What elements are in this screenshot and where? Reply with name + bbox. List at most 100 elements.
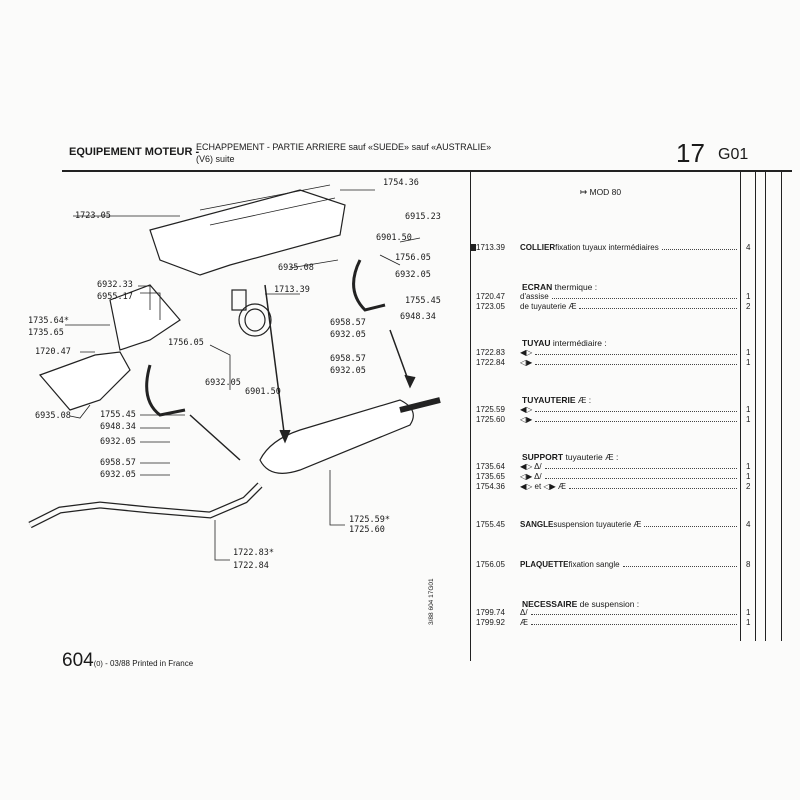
strap-left — [145, 364, 186, 417]
part-label: 6932.05 — [205, 378, 241, 388]
part-qty: 1 — [746, 472, 751, 481]
part-desc: ◁▶ — [520, 358, 533, 367]
mod-note: ↦ MOD 80 — [580, 187, 621, 198]
page-subtitle: (V6) suite — [196, 154, 235, 164]
part-ref: 1799.92 — [476, 618, 505, 627]
collar-clamp — [238, 303, 272, 337]
footer-model: 604 — [62, 650, 94, 671]
part-label: 6935.08 — [35, 411, 71, 421]
part-label: 1722.84 — [233, 561, 269, 571]
section-title: EQUIPEMENT MOTEUR - — [69, 146, 200, 158]
part-qty: 1 — [746, 292, 751, 301]
part-label: 6958.57 — [100, 458, 136, 468]
table-row: 1725.59 ◀▷ — [476, 405, 740, 414]
part-qty: 1 — [746, 462, 751, 471]
heading-detail: Æ : — [575, 395, 592, 405]
table-row: 1799.92 Æ — [476, 618, 740, 627]
part-label: 6932.05 — [100, 470, 136, 480]
part-label: 1755.45 — [405, 296, 441, 306]
table-row: 1722.84 ◁▶ — [476, 358, 740, 367]
group-heading: ECRAN thermique : — [522, 282, 597, 292]
table-row: 1735.64◀▷ Δ/ — [476, 462, 740, 471]
part-ref: 1756.05 — [476, 560, 505, 569]
part-ref: 1720.47 — [476, 292, 505, 301]
part-qty: 1 — [746, 348, 751, 357]
part-label: 1725.60 — [349, 525, 385, 535]
group-heading: NECESSAIRE de suspension : — [522, 599, 639, 609]
part-ref: 1755.45 — [476, 520, 505, 529]
part-qty: 1 — [746, 608, 751, 617]
part-desc: Æ — [520, 618, 528, 627]
column-line — [765, 171, 766, 641]
part-label: 6955.17 — [97, 292, 133, 302]
table-row: 1735.65◁▶ Δ/ — [476, 472, 740, 481]
part-desc-detail: suspension tuyauterie Æ — [553, 520, 642, 529]
part-qty: 2 — [746, 302, 751, 311]
part-label: 6958.57 — [330, 318, 366, 328]
table-row: 1725.60◁▶ — [476, 415, 740, 424]
part-ref: 1713.39 — [476, 243, 505, 252]
heading-name: TUYAU — [522, 338, 551, 348]
part-ref: 1735.65 — [476, 472, 505, 481]
group-number: 17 — [676, 138, 705, 168]
part-label: 6901.50 — [245, 387, 281, 397]
part-label: 1722.83* — [233, 548, 274, 558]
part-desc: PLAQUETTE — [520, 560, 569, 569]
part-desc: d'assise — [520, 292, 549, 301]
part-ref: 1754.36 — [476, 482, 505, 491]
part-label: 6958.57 — [330, 354, 366, 364]
footer-variant: (0) — [93, 659, 103, 668]
part-label: 6932.05 — [395, 270, 431, 280]
part-label: 1720.47 — [35, 347, 71, 357]
part-qty: 1 — [746, 618, 751, 627]
part-qty: 1 — [746, 405, 751, 414]
heading-detail: de suspension : — [577, 599, 640, 609]
heat-shield-rear — [149, 189, 346, 276]
part-qty: 4 — [746, 243, 751, 252]
mod-note-text: MOD 80 — [589, 187, 622, 197]
part-label: 6932.33 — [97, 280, 133, 290]
part-desc: de tuyauterie Æ — [520, 302, 577, 311]
part-desc: ◀▷ — [520, 348, 533, 357]
part-desc: ◁▶ — [520, 415, 533, 424]
group-heading: TUYAUTERIE Æ : — [522, 395, 591, 405]
part-label: 1735.65 — [28, 328, 64, 338]
table-row: 1720.47 d'assise — [476, 292, 740, 301]
group-code: G01 — [718, 146, 749, 163]
heading-detail: intermédiaire : — [550, 338, 607, 348]
column-line — [755, 171, 756, 641]
muffler — [259, 399, 414, 474]
part-label: 6932.05 — [330, 366, 366, 376]
footer-text: - 03/88 Printed in France — [102, 659, 194, 668]
column-line — [781, 171, 782, 641]
page-title: ECHAPPEMENT - PARTIE ARRIERE sauf «SUEDE… — [196, 142, 492, 152]
part-label: 1756.05 — [168, 338, 204, 348]
arrow-icon: ↦ — [580, 187, 590, 197]
part-label: 6948.34 — [100, 422, 136, 432]
heading-detail: tuyauterie Æ : — [563, 452, 619, 462]
part-label: 6932.05 — [330, 330, 366, 340]
part-label: 1713.39 — [274, 285, 310, 295]
part-ref: 1722.84 — [476, 358, 505, 367]
part-qty: 1 — [746, 358, 751, 367]
part-label: 1735.64* — [28, 316, 69, 326]
part-ref: 1799.74 — [476, 608, 505, 617]
footer: 604(0) - 03/88 Printed in France — [62, 650, 193, 672]
column-divider — [470, 171, 471, 661]
part-label: 1755.45 — [100, 410, 136, 420]
part-desc: ◀▷ — [520, 405, 533, 414]
heading-name: SUPPORT — [522, 452, 564, 462]
heading-detail: thermique : — [552, 282, 598, 292]
part-ref: 1725.59 — [476, 405, 505, 414]
part-label: 6915.23 — [405, 212, 441, 222]
table-row: 1754.36◀▷ et ◁▶ Æ — [476, 482, 740, 491]
support-bracket — [109, 284, 181, 351]
part-ref: 1723.05 — [476, 302, 505, 311]
qty-divider — [740, 171, 741, 641]
part-desc-detail: fixation tuyaux intermédiaires — [555, 243, 659, 252]
group-heading: SUPPORT tuyauterie Æ : — [522, 452, 618, 462]
heading-name: ECRAN — [522, 282, 553, 292]
